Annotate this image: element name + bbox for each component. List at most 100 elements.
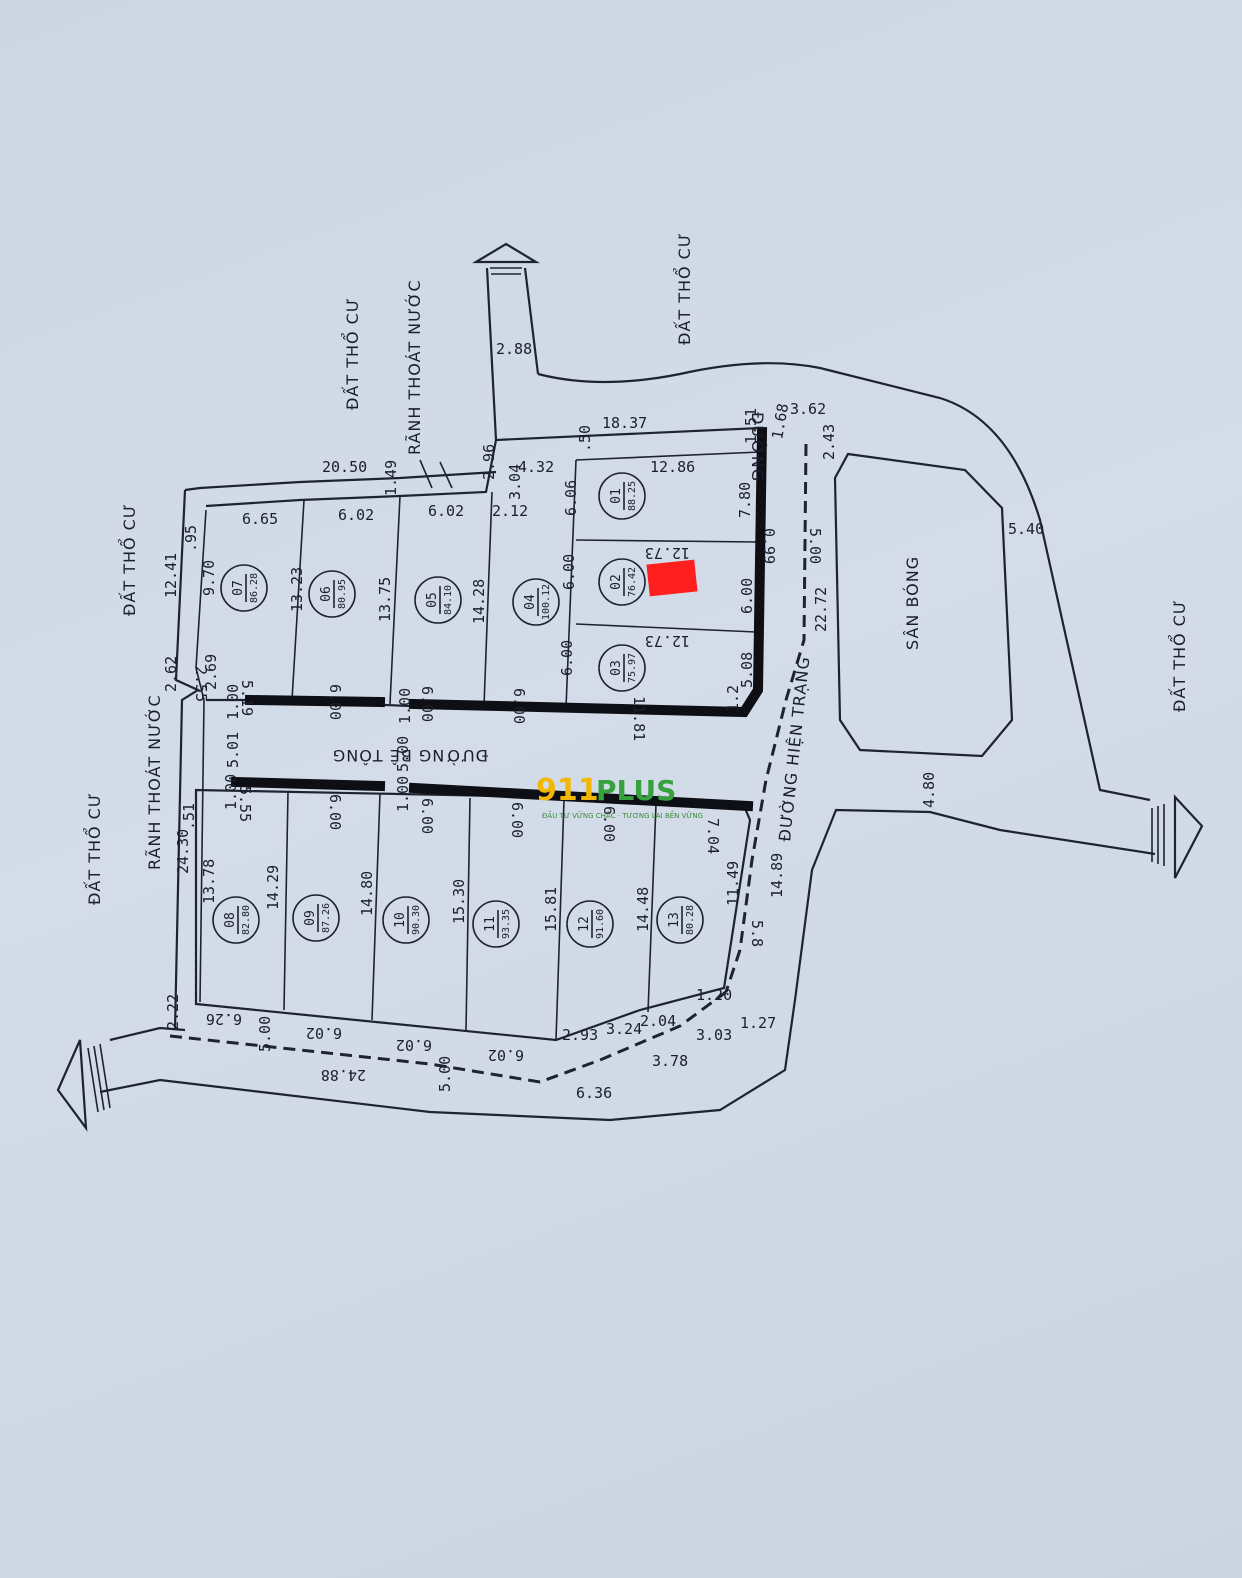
dim-6-00d: 6.00 xyxy=(326,684,344,720)
lot-area: 75.97 xyxy=(627,653,638,683)
dim-2-43: 2.43 xyxy=(820,424,838,460)
dim-0-99: 0.99 xyxy=(760,528,778,564)
north-road-boundary xyxy=(537,362,1151,802)
lot-number: 09 xyxy=(303,910,318,926)
dim-1-00a: 1.00 xyxy=(224,684,242,720)
east-lot-dividers xyxy=(575,451,761,633)
dim-6-00e: 6.00 xyxy=(418,686,436,722)
lot-area: 76.42 xyxy=(627,567,638,597)
dim-3-78: 3.78 xyxy=(652,1052,688,1070)
dim-1-27: 1.27 xyxy=(740,1014,776,1032)
dim-6-36: 6.36 xyxy=(576,1084,612,1102)
dim-6-00j: 6.00 xyxy=(600,806,618,842)
south-lot-dividers xyxy=(283,791,657,1041)
dim-15-81: 15.81 xyxy=(542,887,560,932)
label-duong-n: ĐƯỜNG xyxy=(748,412,767,482)
lot-number: 01 xyxy=(609,488,624,504)
dim-6-00g: 6.00 xyxy=(326,794,344,830)
dim-24-30: 24.30 xyxy=(174,829,192,874)
north-road-arrow xyxy=(472,242,540,275)
lot-area: 87.26 xyxy=(321,903,332,933)
dim-2-93: 2.93 xyxy=(562,1026,598,1044)
dim-5-40: 5.40 xyxy=(1008,520,1044,538)
lot-area: 100.12 xyxy=(541,584,552,620)
brand-watermark: 911 PLUS ĐẦU TƯ VỮNG CHẮC · TƯƠNG LAI BỀ… xyxy=(536,773,703,820)
dim-3-03: 3.03 xyxy=(696,1026,732,1044)
dim-1-2: 1.2 xyxy=(724,685,742,712)
north-block-heavy-edge xyxy=(244,426,768,718)
dim-12-73b: 12.73 xyxy=(645,632,690,650)
football-field-boundary xyxy=(833,452,1014,758)
dim-7-80: 7.80 xyxy=(736,482,754,518)
dim-1-00d: 1.00 xyxy=(394,776,412,812)
dim-3-62: 3.62 xyxy=(790,400,826,418)
dim-6-06: 6.06 xyxy=(562,480,580,516)
watermark-text: PLUS xyxy=(596,774,676,807)
lot-area: 90.30 xyxy=(411,905,422,935)
dim-6-02d: 6.02 xyxy=(396,1036,432,1054)
label-ranh-n: RÃNH THOÁT NƯỚC xyxy=(405,279,424,455)
dim-2-04: 2.04 xyxy=(640,1012,676,1030)
lot-number: 04 xyxy=(523,594,538,610)
dim-2-62: 2.62 xyxy=(162,656,180,692)
lot-area: 93.35 xyxy=(501,909,512,939)
watermark-slogan: ĐẦU TƯ VỮNG CHẮC · TƯƠNG LAI BỀN VỮNG xyxy=(542,810,703,820)
dim-24-88: 24.88 xyxy=(321,1066,366,1084)
dim-14-89: 14.89 xyxy=(768,853,786,898)
lot-circle xyxy=(512,578,560,626)
dim-5-19: 5.19 xyxy=(238,680,256,716)
dim-18-37: 18.37 xyxy=(602,414,647,432)
dim-5-00b: 5.00 xyxy=(394,736,412,772)
dim-3-24: 3.24 xyxy=(606,1020,642,1038)
dim-22-72: 22.72 xyxy=(812,587,830,632)
dim-1-51: 1.51 xyxy=(742,408,760,444)
dim-1-68: 1.68 xyxy=(768,402,792,441)
dim-6-65: 6.65 xyxy=(242,510,278,528)
dim-2-96: 2.96 xyxy=(480,444,498,480)
dim-3-04: 3.04 xyxy=(506,464,524,500)
dim-6-02a: 6.02 xyxy=(338,506,374,524)
lot-circle xyxy=(212,896,260,944)
lot-circle xyxy=(566,900,614,948)
label-tho-cu-e: ĐẤT THỔ CƯ xyxy=(1168,599,1189,712)
dim-14-28: 14.28 xyxy=(470,579,488,624)
dim-51: .51 xyxy=(180,803,198,830)
lot-area: 80.95 xyxy=(337,579,348,609)
label-tho-cu-ne: ĐẤT THỔ CƯ xyxy=(673,232,694,345)
south-dashed-boundary xyxy=(169,990,727,1084)
dimensions-layer: 2.88 18.37 .50 1.51 1.68 3.62 2.43 2.96 … xyxy=(162,340,1044,1102)
label-tho-cu-w: ĐẤT THỔ CƯ xyxy=(118,503,139,616)
lot-number: 13 xyxy=(667,912,682,928)
dim-1-00c: 1.00 xyxy=(222,774,240,810)
dim-11-49: 11.49 xyxy=(724,861,742,906)
dim-5-00c: 5.00 xyxy=(256,1016,274,1052)
dim-11-81: 11.81 xyxy=(630,696,648,741)
dim-6-02b: 6.02 xyxy=(428,502,464,520)
lot-area: 80.28 xyxy=(685,905,696,935)
lot-number: 03 xyxy=(609,660,624,676)
dim-5-8: 5.8 xyxy=(748,920,766,947)
dim-6-00a: 6.00 xyxy=(560,554,578,590)
dim-6-02e: 6.02 xyxy=(488,1046,524,1064)
dim-9-70: 9.70 xyxy=(200,560,218,596)
label-san-bong: SÂN BÓNG xyxy=(903,556,922,650)
dim-13-23: 13.23 xyxy=(288,567,306,612)
dim-14-48: 14.48 xyxy=(634,887,652,932)
lot-number: 06 xyxy=(319,586,334,602)
dim-1-20: 1.20 xyxy=(696,986,732,1004)
dim-15-30: 15.30 xyxy=(450,879,468,924)
lot-circle xyxy=(656,896,704,944)
lot-area: 88.25 xyxy=(627,481,638,511)
dim-14-29: 14.29 xyxy=(264,865,282,910)
lot-number: 11 xyxy=(483,916,498,932)
dim-7-04: 7.04 xyxy=(704,818,722,854)
dim-12-86: 12.86 xyxy=(650,458,695,476)
